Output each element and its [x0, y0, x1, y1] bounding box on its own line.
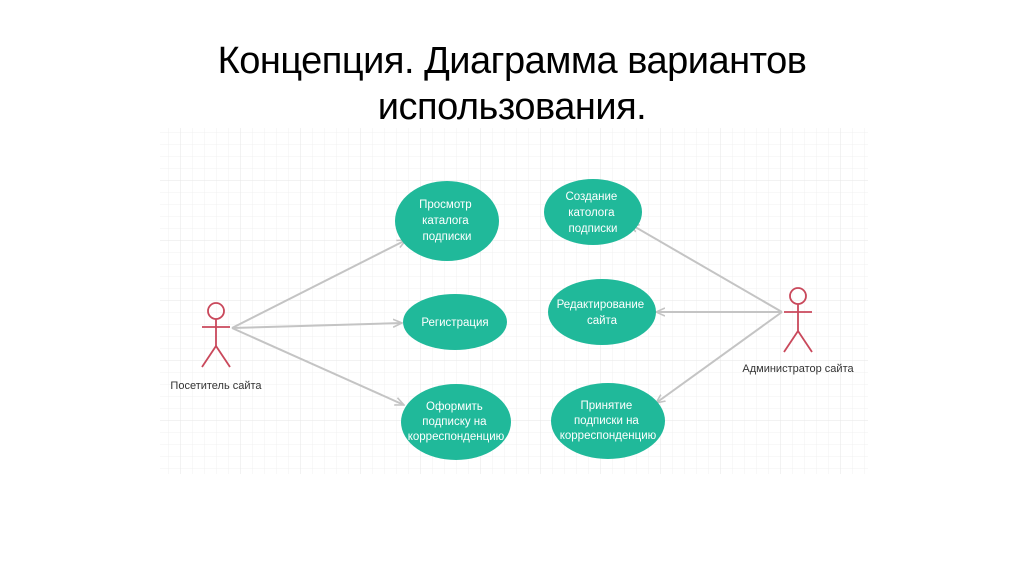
svg-text:Просмотр каталога: Просмотр каталога подписки — [419, 199, 475, 243]
usecase-accept-subscription[interactable]: Принятие подписки на корреспонденцию — [551, 383, 665, 459]
svg-text:Регистрация: Регистрация — [421, 317, 488, 329]
usecase-create-catalog[interactable]: Создание католога подписки — [544, 179, 642, 245]
actor-admin-label: Администратор сайта — [742, 363, 854, 375]
association-admin-create-catalog — [630, 224, 783, 313]
actor-admin[interactable] — [783, 287, 813, 353]
association-visitor-view-catalog — [231, 239, 406, 329]
usecase-edit-site[interactable]: Редактирование сайта — [548, 279, 656, 345]
association-admin-accept — [656, 311, 783, 403]
svg-text:Редактирование сайта: Редактирование сайта — [557, 299, 648, 327]
slide-title-line-2: использования. — [377, 86, 647, 128]
slide-title: Концепция. Диаграмма вариантов использов… — [0, 38, 1024, 130]
usecase-view-catalog[interactable]: Просмотр каталога подписки — [395, 181, 499, 261]
usecase-subscribe[interactable]: Оформить подписку на корреспонденцию — [401, 384, 511, 460]
svg-text:Создание католога: Создание католога подписки — [565, 191, 620, 235]
association-visitor-subscribe — [231, 327, 404, 406]
grid-canvas — [160, 128, 868, 474]
association-visitor-registration — [231, 323, 402, 329]
slide-title-line-1: Концепция. Диаграмма вариантов — [217, 40, 807, 82]
svg-text:Принятие подписки на: Принятие подписки на корреспонденцию — [560, 400, 657, 442]
actor-visitor-label: Посетитель сайта — [170, 380, 262, 392]
actor-visitor[interactable] — [201, 302, 231, 368]
usecase-registration[interactable]: Регистрация — [403, 294, 507, 350]
svg-text:Оформить подписку на: Оформить подписку на корреспонденцию — [408, 401, 505, 443]
